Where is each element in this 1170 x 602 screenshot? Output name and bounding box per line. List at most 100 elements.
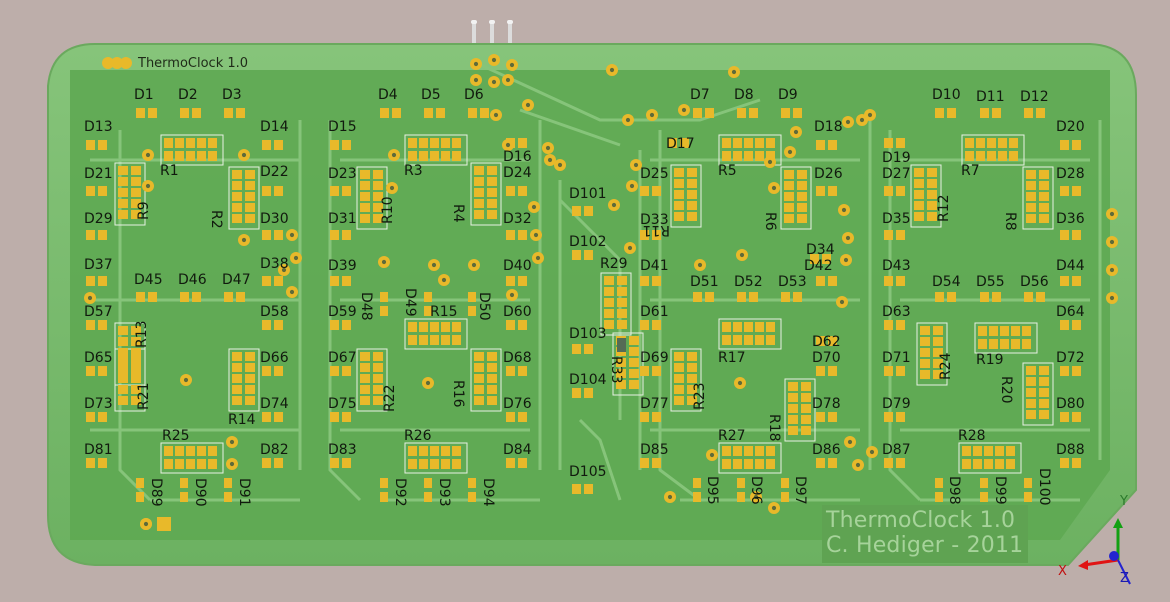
silk-label-d27: D27 xyxy=(882,166,911,182)
silk-label-r9: R9 xyxy=(136,201,152,220)
silk-label-d70: D70 xyxy=(812,350,841,366)
silk-title: ThermoClock 1.0 xyxy=(138,56,249,71)
silk-label-d16: D16 xyxy=(503,149,532,165)
silk-label-d32: D32 xyxy=(503,211,532,227)
silk-label-d103: D103 xyxy=(569,326,607,342)
silk-label-d92: D92 xyxy=(392,478,408,507)
silk-label-d55: D55 xyxy=(976,274,1005,290)
silk-label-d42: D42 xyxy=(804,258,833,274)
silk-label-d2: D2 xyxy=(178,87,198,103)
silk-label-d33: D33 xyxy=(640,212,669,228)
silk-label-d37: D37 xyxy=(84,257,113,273)
silk-label-d89: D89 xyxy=(148,478,164,507)
silk-label-d34: D34 xyxy=(806,242,835,258)
silk-label-d52: D52 xyxy=(734,274,763,290)
silk-label-r19: R19 xyxy=(976,352,1004,368)
silk-label-d11: D11 xyxy=(976,89,1005,105)
silk-label-d5: D5 xyxy=(421,87,441,103)
silk-label-d26: D26 xyxy=(814,166,843,182)
axis-gizmo[interactable]: Y X Z xyxy=(1058,494,1131,586)
silk-label-d54: D54 xyxy=(932,274,961,290)
silk-label-d22: D22 xyxy=(260,164,289,180)
silk-label-r28: R28 xyxy=(958,428,986,444)
silk-label-r12: R12 xyxy=(936,194,952,222)
silk-label-d60: D60 xyxy=(503,304,532,320)
silk-label-d50: D50 xyxy=(476,292,492,321)
silk-label-d47: D47 xyxy=(222,272,251,288)
silk-label-d45: D45 xyxy=(134,272,163,288)
silk-label-d40: D40 xyxy=(503,258,532,274)
silk-label-d86: D86 xyxy=(812,442,841,458)
silk-label-d20: D20 xyxy=(1056,119,1085,135)
silk-label-r18: R18 xyxy=(766,414,782,442)
silk-label-d31: D31 xyxy=(328,211,357,227)
silk-label-d3: D3 xyxy=(222,87,242,103)
silk-label-d14: D14 xyxy=(260,119,289,135)
silk-label-d61: D61 xyxy=(640,304,669,320)
silk-label-d13: D13 xyxy=(84,119,113,135)
silk-label-d4: D4 xyxy=(378,87,398,103)
silk-label-r4: R4 xyxy=(450,204,466,223)
silk-label-r20: R20 xyxy=(998,376,1014,404)
silk-label-d88: D88 xyxy=(1056,442,1085,458)
vias xyxy=(84,54,1118,530)
silk-label-d87: D87 xyxy=(882,442,911,458)
silk-label-d9: D9 xyxy=(778,87,798,103)
silk-label-d17: D17 xyxy=(666,136,695,152)
silk-label-r1: R1 xyxy=(160,163,179,179)
silk-label-d53: D53 xyxy=(778,274,807,290)
smd-pads xyxy=(86,108,1081,531)
silk-label-d24: D24 xyxy=(503,165,532,181)
silk-label-d8: D8 xyxy=(734,87,754,103)
silk-label-r29: R29 xyxy=(600,256,628,272)
axis-x-label: X xyxy=(1058,564,1067,579)
silk-label-d97: D97 xyxy=(792,476,808,505)
silk-label-d105: D105 xyxy=(569,464,607,480)
silk-label-d23: D23 xyxy=(328,166,357,182)
silk-label-r25: R25 xyxy=(162,428,190,444)
silk-label-r24: R24 xyxy=(938,352,954,380)
silk-label-r11: R11 xyxy=(642,222,670,238)
silk-label-d36: D36 xyxy=(1056,211,1085,227)
silk-label-r2: R2 xyxy=(208,210,224,229)
silk-label-d12: D12 xyxy=(1020,89,1049,105)
silk-label-d82: D82 xyxy=(260,442,289,458)
silk-label-r10: R10 xyxy=(380,196,396,224)
silk-label-r33: R33 xyxy=(608,356,624,384)
silk-label-d57: D57 xyxy=(84,304,113,320)
silk-label-d80: D80 xyxy=(1056,396,1085,412)
silk-label-d46: D46 xyxy=(178,272,207,288)
silk-label-d74: D74 xyxy=(260,396,289,412)
silk-label-d93: D93 xyxy=(436,478,452,507)
silk-label-d43: D43 xyxy=(882,258,911,274)
silk-label-d39: D39 xyxy=(328,258,357,274)
silk-label-r17: R17 xyxy=(718,350,746,366)
silk-label-d7: D7 xyxy=(690,87,710,103)
silk-label-r27: R27 xyxy=(718,428,746,444)
silk-label-d68: D68 xyxy=(503,350,532,366)
silk-label-d79: D79 xyxy=(882,396,911,412)
silk-label-r6: R6 xyxy=(762,212,778,231)
silk-label-d1: D1 xyxy=(134,87,154,103)
silk-label-d6: D6 xyxy=(464,87,484,103)
silk-label-d38: D38 xyxy=(260,256,289,272)
silk-label-d72: D72 xyxy=(1056,350,1085,366)
silk-label-d18: D18 xyxy=(814,119,843,135)
credit-author: C. Hediger - 2011 xyxy=(826,533,1024,558)
silk-label-r23: R23 xyxy=(692,382,708,410)
credit-background xyxy=(822,505,1028,563)
silk-label-d90: D90 xyxy=(192,478,208,507)
silk-label-r26: R26 xyxy=(404,428,432,444)
silk-label-d69: D69 xyxy=(640,350,669,366)
silk-label-d63: D63 xyxy=(882,304,911,320)
axis-y-label: Y xyxy=(1119,494,1128,509)
silk-label-d30: D30 xyxy=(260,211,289,227)
silk-label-d95: D95 xyxy=(704,476,720,505)
silk-label-d44: D44 xyxy=(1056,258,1085,274)
pin-header xyxy=(471,20,513,46)
silk-label-d77: D77 xyxy=(640,396,669,412)
silk-label-r15: R15 xyxy=(430,304,458,320)
